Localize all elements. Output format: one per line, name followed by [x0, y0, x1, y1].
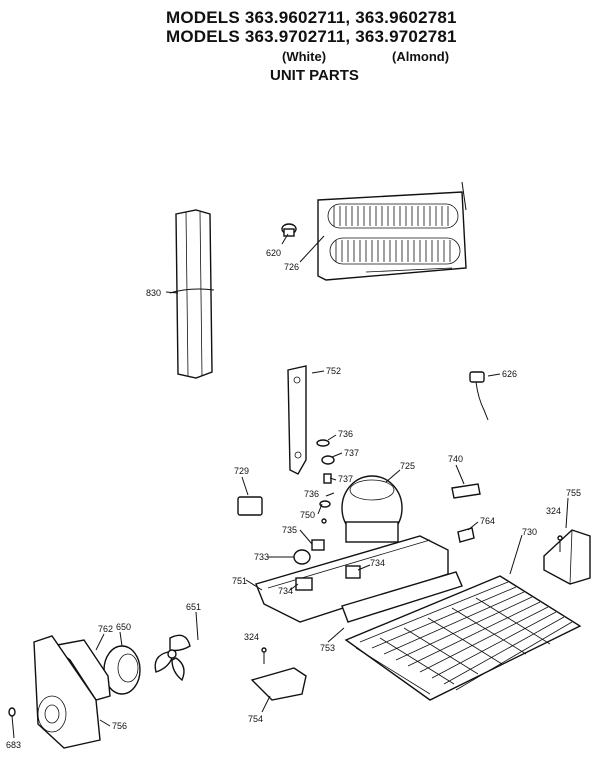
part-726-coil [317, 181, 467, 281]
coil-fins [333, 206, 451, 262]
white-color-label: (White) [282, 49, 327, 64]
callout-626: 626 [502, 369, 517, 379]
callout-725: 725 [400, 461, 415, 471]
callout-830: 830 [146, 288, 161, 298]
part-626-connector [469, 371, 489, 421]
models-line-2: MODELS 363.9702711, 363.9702781 [166, 27, 457, 46]
part-683-screw [8, 707, 16, 717]
almond-color-label: (Almond) [392, 49, 450, 64]
part-830-channel [169, 209, 215, 379]
callout-324-b: 324 [244, 632, 259, 642]
part-756-shroud [33, 635, 101, 749]
callout-651: 651 [186, 602, 201, 612]
callout-736-a: 736 [338, 429, 353, 439]
part-324-screw-b [261, 647, 267, 664]
part-752-bracket [287, 365, 307, 475]
callout-726: 726 [284, 262, 299, 272]
callout-734-a: 734 [370, 558, 385, 568]
callout-753: 753 [320, 643, 335, 653]
callout-751: 751 [232, 576, 247, 586]
callout-756: 756 [112, 721, 127, 731]
part-764-clamp [457, 527, 475, 543]
callout-764: 764 [480, 516, 495, 526]
section-title: UNIT PARTS [270, 67, 359, 84]
callout-730: 730 [522, 527, 537, 537]
callout-740: 740 [448, 454, 463, 464]
callout-737-a: 737 [344, 448, 359, 458]
part-651-fan-blade [154, 634, 191, 682]
callout-324-a: 324 [546, 506, 561, 516]
callout-752: 752 [326, 366, 341, 376]
callout-735: 735 [282, 525, 297, 535]
callout-755: 755 [566, 488, 581, 498]
leader-lines [11, 233, 569, 739]
callout-labels: 620 726 830 752 626 736 737 729 725 740 … [6, 248, 581, 750]
models-line-1: MODELS 363.9602711, 363.9602781 [166, 8, 457, 27]
callout-762: 762 [98, 624, 113, 634]
callout-683: 683 [6, 740, 21, 750]
callout-729: 729 [234, 466, 249, 476]
part-620-grommet [281, 223, 297, 237]
part-324-screw-a [557, 535, 563, 552]
part-725-compressor [341, 475, 403, 543]
callout-734-b: 734 [278, 586, 293, 596]
part-740-clip [451, 483, 481, 499]
part-754-tray [250, 667, 307, 701]
part-734-blocks [295, 565, 361, 591]
part-729-relay [237, 496, 263, 516]
callout-750: 750 [300, 510, 315, 520]
callout-736-b: 736 [304, 489, 319, 499]
callout-650: 650 [116, 622, 131, 632]
callout-620: 620 [266, 248, 281, 258]
callout-737-b: 737 [338, 474, 353, 484]
part-733-grommet [293, 549, 311, 565]
part-730-condenser [344, 575, 582, 701]
part-753-rail [341, 571, 463, 623]
callout-754: 754 [248, 714, 263, 724]
part-762-strap [50, 639, 111, 701]
callout-733: 733 [254, 552, 269, 562]
part-755-bracket [543, 529, 591, 585]
part-735-block [311, 539, 325, 551]
